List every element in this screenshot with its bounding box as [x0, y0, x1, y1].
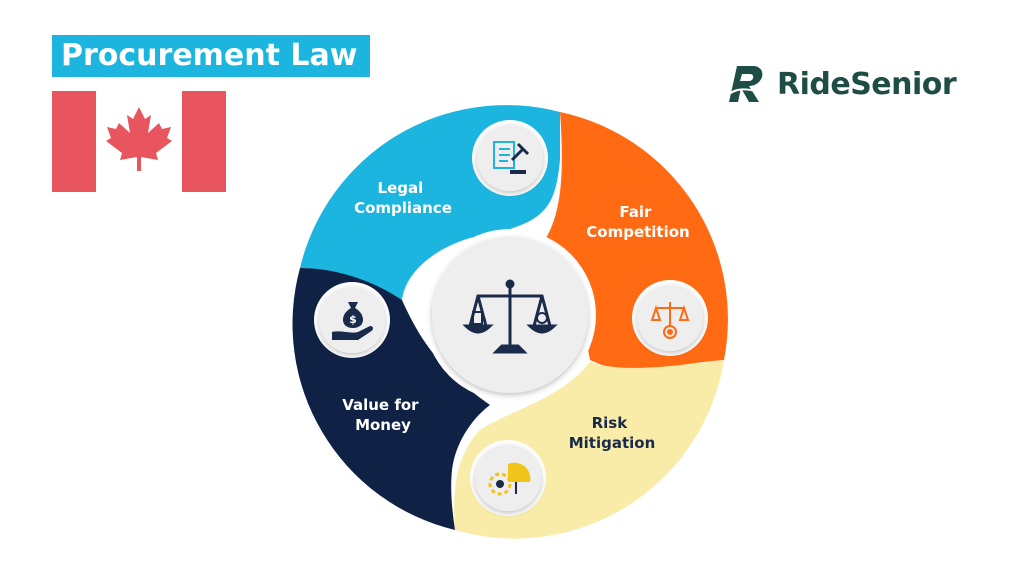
ridesenior-logo-icon: [727, 66, 763, 102]
brand-name: RideSenior: [777, 66, 957, 102]
label-fair-competition: Fair Competition: [586, 203, 689, 241]
page-title: Procurement Law: [52, 35, 370, 77]
legal-document-gavel-icon: [493, 141, 530, 174]
label-legal-compliance: Legal Compliance: [354, 179, 452, 217]
umbrella-gear-icon: [488, 462, 531, 496]
maple-leaf-icon: [106, 107, 172, 171]
label-value-for-money: Value for Money: [342, 396, 424, 434]
justice-scale-gear-icon: [650, 302, 690, 339]
balance-scale-icon: [462, 279, 558, 354]
brand-logo: RideSenior: [725, 64, 975, 104]
svg-text:$: $: [349, 313, 357, 326]
money-bag-hand-icon: $: [332, 302, 373, 340]
canada-flag-icon: [52, 91, 226, 192]
label-risk-mitigation: Risk Mitigation: [569, 414, 656, 452]
